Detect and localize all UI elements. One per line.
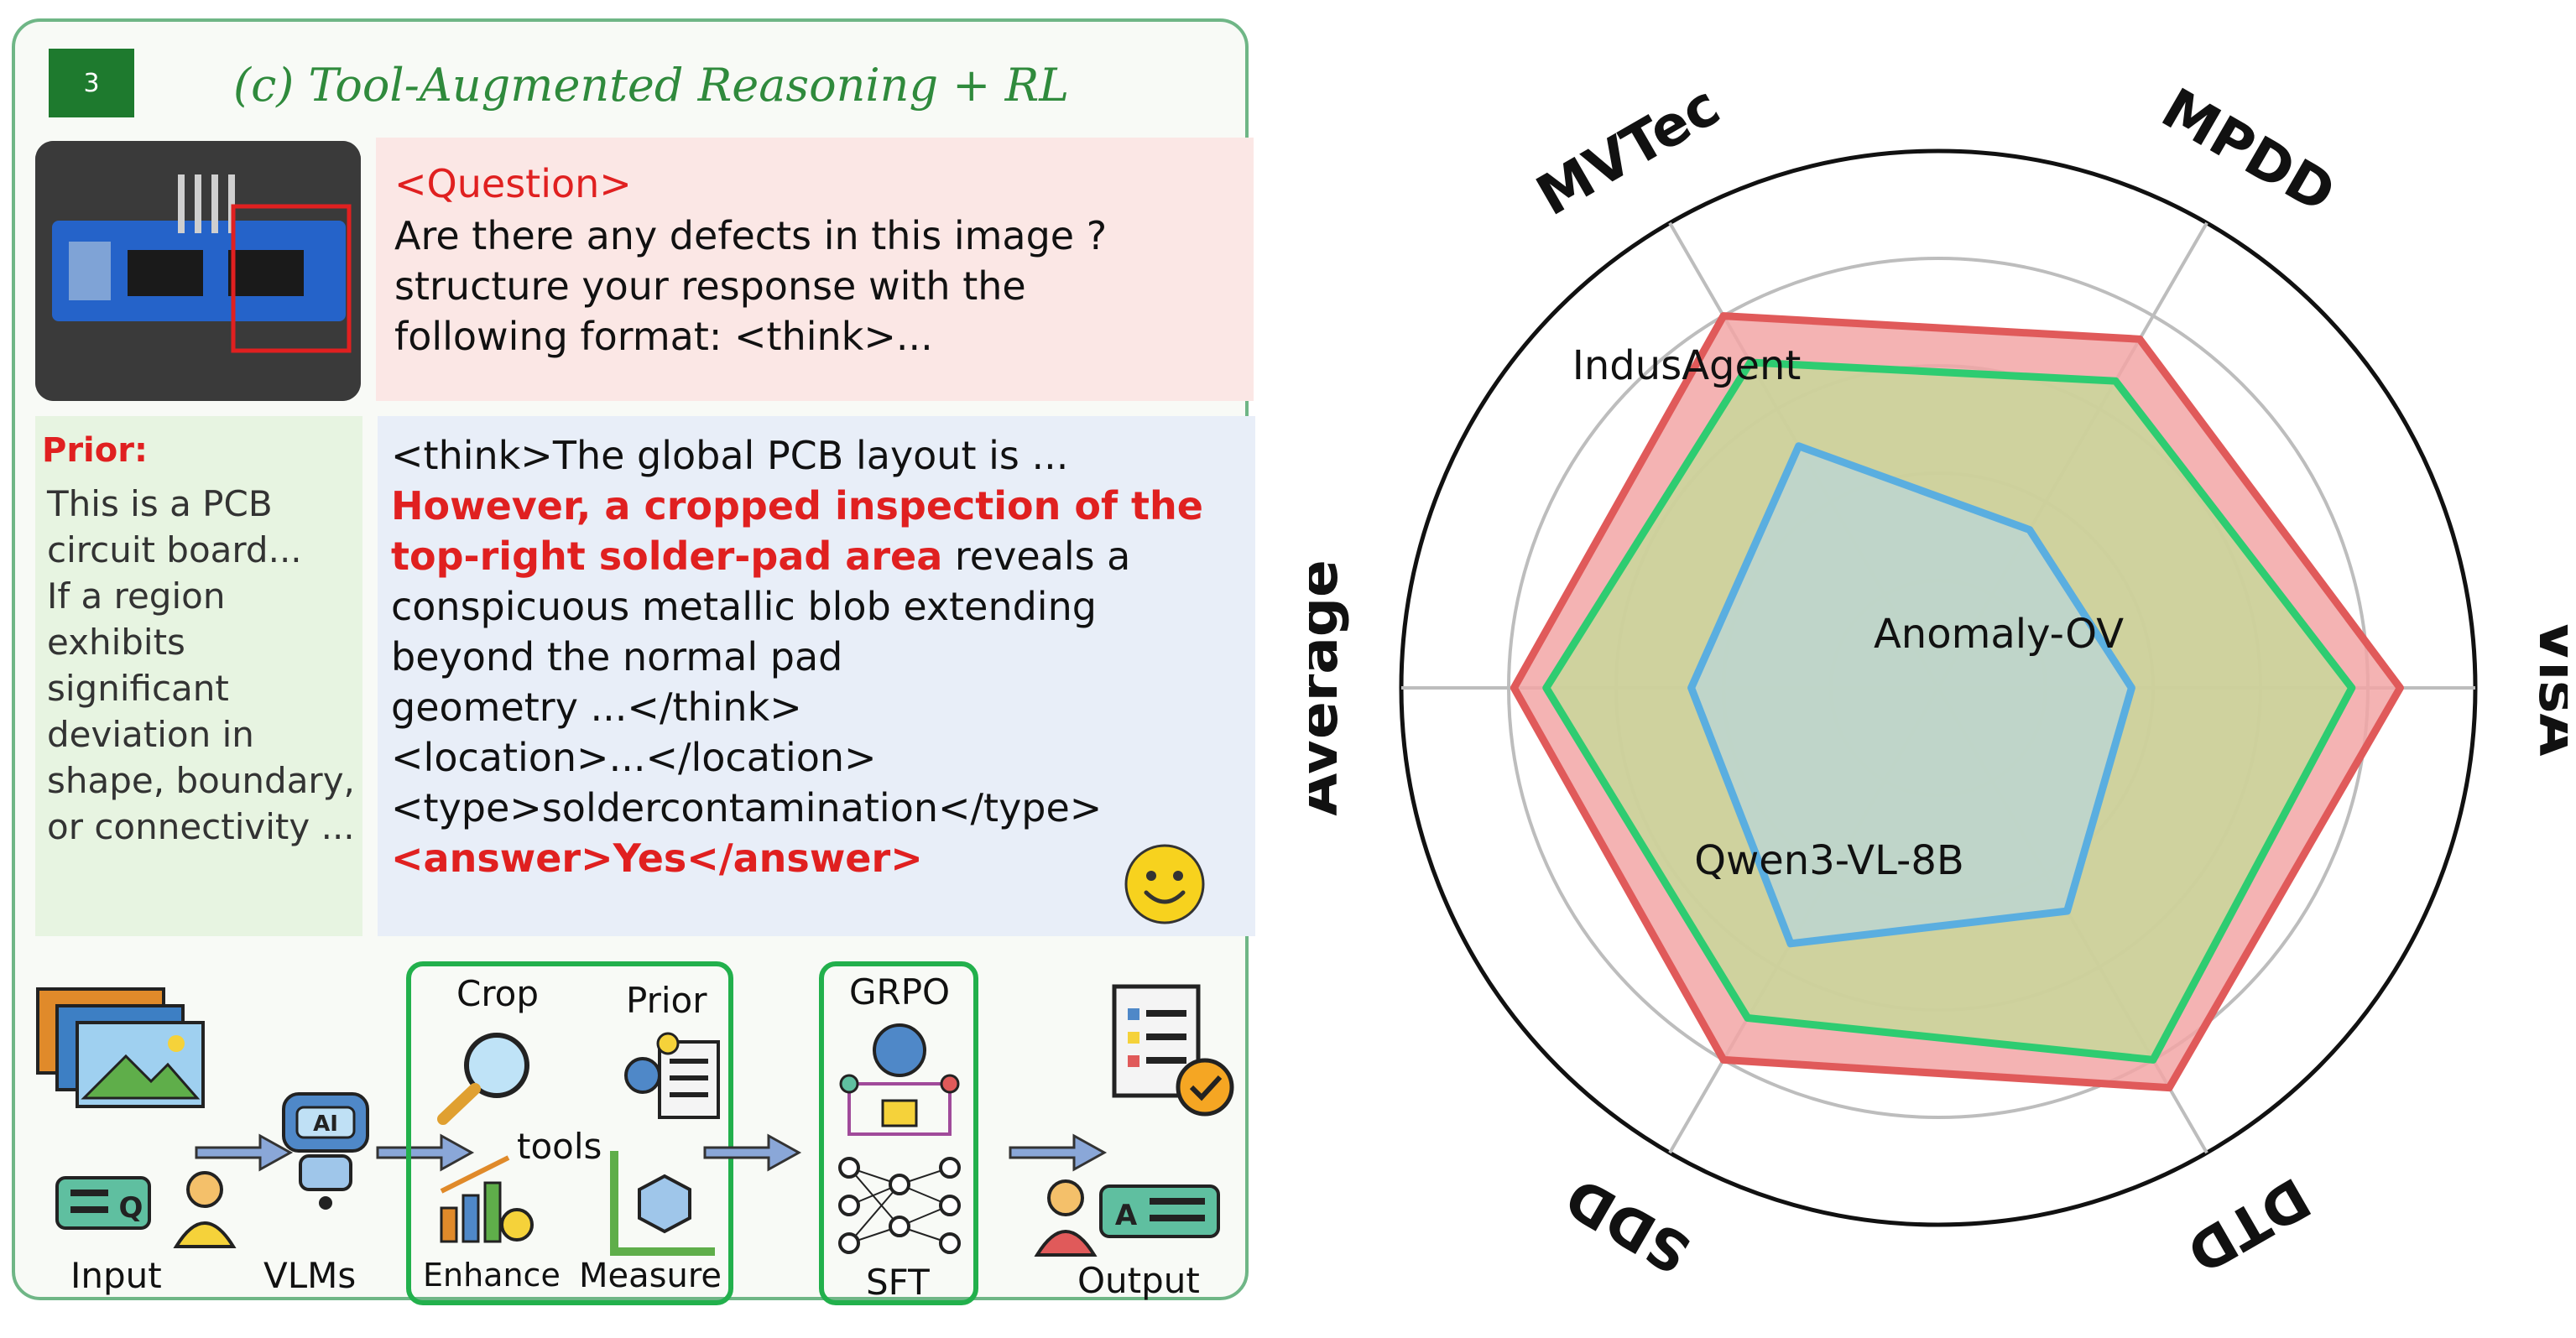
prior-line: significant bbox=[47, 668, 229, 709]
vlms-label: VLMs bbox=[263, 1255, 357, 1296]
smiley-icon bbox=[1124, 844, 1205, 924]
panel-title: (c) Tool-Augmented Reasoning + RL bbox=[233, 59, 1070, 112]
type-line: <type>soldercontamination</type> bbox=[391, 785, 1103, 830]
q-letter: Q bbox=[119, 1191, 143, 1225]
series-polygon bbox=[1687, 442, 2135, 948]
axis-label: SDD bbox=[1555, 1164, 1702, 1286]
prior-line: shape, boundary, bbox=[47, 760, 355, 801]
reasoning-line: geometry ...</think> bbox=[391, 685, 802, 730]
magnifier-icon bbox=[437, 1033, 529, 1125]
measure-icon bbox=[610, 1151, 715, 1256]
question-line-3: following format: <think>... bbox=[394, 314, 933, 359]
reasoning-highlight: top-right solder-pad area bbox=[391, 534, 943, 579]
pcb-image bbox=[35, 141, 361, 401]
neural-network-icon bbox=[838, 1157, 961, 1254]
answer-chat-icon: A bbox=[1099, 1184, 1220, 1238]
grpo-label: GRPO bbox=[849, 971, 951, 1013]
series-name-label: Qwen3-VL-8B bbox=[1694, 837, 1964, 884]
user-icon bbox=[173, 1171, 237, 1248]
sft-label: SFT bbox=[866, 1262, 930, 1303]
axis-label: MPDD bbox=[2151, 75, 2346, 225]
arrow-icon bbox=[1009, 1133, 1108, 1172]
rl-box: GRPO SFT bbox=[819, 961, 978, 1305]
reasoning-highlight: However, a cropped inspection of the bbox=[391, 483, 1203, 528]
enhance-icon bbox=[440, 1155, 534, 1243]
prior-title: Prior: bbox=[42, 431, 148, 470]
prior-box: Prior: This is a PCB circuit board... If… bbox=[35, 416, 362, 936]
tools-box: Crop Prior tools Enhance Measure bbox=[406, 961, 733, 1305]
arrow-icon bbox=[195, 1133, 294, 1172]
reasoning-box: <think>The global PCB layout is ... Howe… bbox=[378, 416, 1255, 936]
a-letter: A bbox=[1115, 1199, 1138, 1232]
prior-line: circuit board... bbox=[47, 529, 302, 570]
user-icon bbox=[1034, 1179, 1098, 1257]
prior-line: If a region bbox=[47, 575, 226, 617]
enhance-label: Enhance bbox=[423, 1257, 561, 1294]
reasoning-text: reveals a bbox=[942, 534, 1131, 579]
crop-label: Crop bbox=[456, 973, 540, 1014]
ai-label: AI bbox=[313, 1112, 338, 1137]
series-name-label: IndusAgent bbox=[1572, 342, 1802, 389]
prior-line: or connectivity ... bbox=[47, 806, 355, 847]
question-tag: <Question> bbox=[394, 161, 632, 206]
answer-line: <answer>Yes</answer> bbox=[391, 836, 923, 881]
axis-label: DTD bbox=[2177, 1164, 2321, 1285]
tool-augmented-panel: 3 (c) Tool-Augmented Reasoning + RL <Que… bbox=[12, 18, 1255, 1305]
robot-icon: AI bbox=[282, 1092, 369, 1210]
series-name-label: Anomaly-OV bbox=[1874, 611, 2124, 658]
prior-line: This is a PCB bbox=[47, 483, 273, 524]
output-label: Output bbox=[1077, 1260, 1200, 1301]
grpo-icon bbox=[839, 1023, 960, 1136]
reasoning-line: conspicuous metallic blob extending bbox=[391, 584, 1097, 629]
axis-label: VisA bbox=[2526, 620, 2568, 757]
question-line-2: structure your response with the bbox=[394, 263, 1026, 309]
question-box: <Question> Are there any defects in this… bbox=[376, 138, 1254, 401]
pcb-illustration bbox=[35, 141, 361, 401]
measure-label: Measure bbox=[579, 1257, 722, 1295]
reasoning-line-mixed: top-right solder-pad area reveals a bbox=[391, 534, 1130, 579]
axis-label: Average bbox=[1309, 560, 1350, 816]
prior-line: deviation in bbox=[47, 714, 254, 755]
question-chat-icon: Q bbox=[55, 1176, 151, 1230]
input-label: Input bbox=[70, 1255, 162, 1296]
radar-series bbox=[1510, 312, 2404, 1092]
tools-label: tools bbox=[517, 1126, 602, 1167]
report-icon bbox=[1112, 984, 1234, 1117]
prior-knowledge-icon bbox=[624, 1032, 720, 1119]
prior-tool-label: Prior bbox=[626, 980, 707, 1021]
location-line: <location>...</location> bbox=[391, 735, 877, 780]
arrow-icon bbox=[376, 1133, 475, 1172]
reasoning-line: beyond the normal pad bbox=[391, 634, 843, 679]
step-badge: 3 bbox=[49, 49, 134, 117]
prior-line: exhibits bbox=[47, 622, 185, 663]
reasoning-line: <think>The global PCB layout is ... bbox=[391, 433, 1069, 478]
arrow-icon bbox=[703, 1133, 802, 1172]
image-stack-icon bbox=[36, 987, 205, 1108]
question-line-1: Are there any defects in this image ? bbox=[394, 213, 1108, 258]
